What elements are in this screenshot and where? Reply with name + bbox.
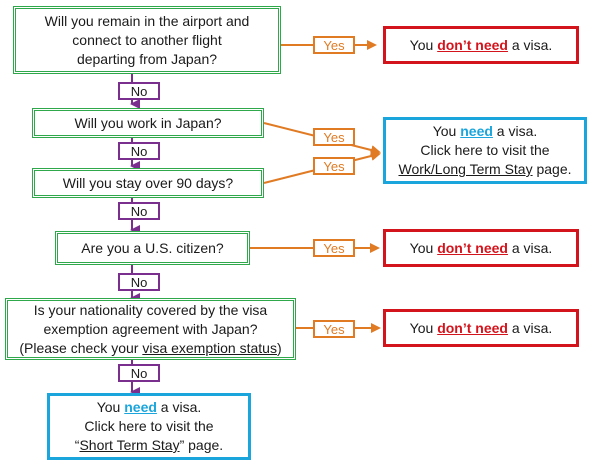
question-line: Will you remain in the airport and xyxy=(44,12,250,29)
outcome-text: You need a visa. xyxy=(432,123,538,139)
no-label: No xyxy=(118,273,160,291)
question-nationality-exemption: Is your nationality covered by the visa … xyxy=(5,298,296,360)
no-label: No xyxy=(118,142,160,160)
outcome-line: Work/Long Term Stay page. xyxy=(398,161,572,177)
yes-label: Yes xyxy=(313,157,355,175)
outcome-line: Click here to visit the xyxy=(420,142,550,158)
need-emphasis: need xyxy=(460,123,493,139)
question-stay-over-90-days: Will you stay over 90 days? xyxy=(32,168,264,198)
outcome-no-visa-exemption: You don’t need a visa. xyxy=(383,309,579,347)
outcome-short-term-stay-visa[interactable]: You need a visa. Click here to visit the… xyxy=(47,393,251,460)
need-emphasis: need xyxy=(124,399,157,415)
no-label: No xyxy=(118,82,160,100)
outcome-text: You don’t need a visa. xyxy=(409,36,553,53)
work-long-term-stay-link[interactable]: Work/Long Term Stay xyxy=(398,161,533,177)
visa-exemption-status-link[interactable]: visa exemption status xyxy=(142,339,277,356)
question-line: departing from Japan? xyxy=(76,50,218,67)
short-term-stay-link[interactable]: Short Term Stay xyxy=(79,437,180,453)
no-label: No xyxy=(118,202,160,220)
question-work-in-japan: Will you work in Japan? xyxy=(32,108,264,138)
question-text: Will you stay over 90 days? xyxy=(62,174,234,191)
question-line: connect to another flight xyxy=(72,31,222,48)
outcome-no-visa-transit: You don’t need a visa. xyxy=(383,26,579,64)
yes-label: Yes xyxy=(313,128,355,146)
question-text: Will you work in Japan? xyxy=(74,114,222,131)
question-us-citizen: Are you a U.S. citizen? xyxy=(55,231,250,265)
outcome-line: “Short Term Stay” page. xyxy=(74,437,224,453)
outcome-line: Click here to visit the xyxy=(84,418,214,434)
no-label: No xyxy=(118,364,160,382)
outcome-work-long-term-visa[interactable]: You need a visa. Click here to visit the… xyxy=(383,117,587,184)
yes-label: Yes xyxy=(313,239,355,257)
question-text: Are you a U.S. citizen? xyxy=(81,239,224,256)
dont-need-emphasis: don’t need xyxy=(437,36,508,53)
dont-need-emphasis: don’t need xyxy=(437,239,508,256)
outcome-text: You don’t need a visa. xyxy=(409,239,553,256)
outcome-no-visa-us-citizen: You don’t need a visa. xyxy=(383,229,579,267)
question-airport-transit: Will you remain in the airport and conne… xyxy=(13,6,281,74)
yes-label: Yes xyxy=(313,320,355,338)
question-line: Is your nationality covered by the visa xyxy=(33,301,268,318)
yes-label: Yes xyxy=(313,36,355,54)
question-line: (Please check your visa exemption status… xyxy=(19,339,282,356)
outcome-text: You need a visa. xyxy=(96,399,202,415)
dont-need-emphasis: don’t need xyxy=(437,319,508,336)
question-line: exemption agreement with Japan? xyxy=(43,320,258,337)
outcome-text: You don’t need a visa. xyxy=(409,319,553,336)
